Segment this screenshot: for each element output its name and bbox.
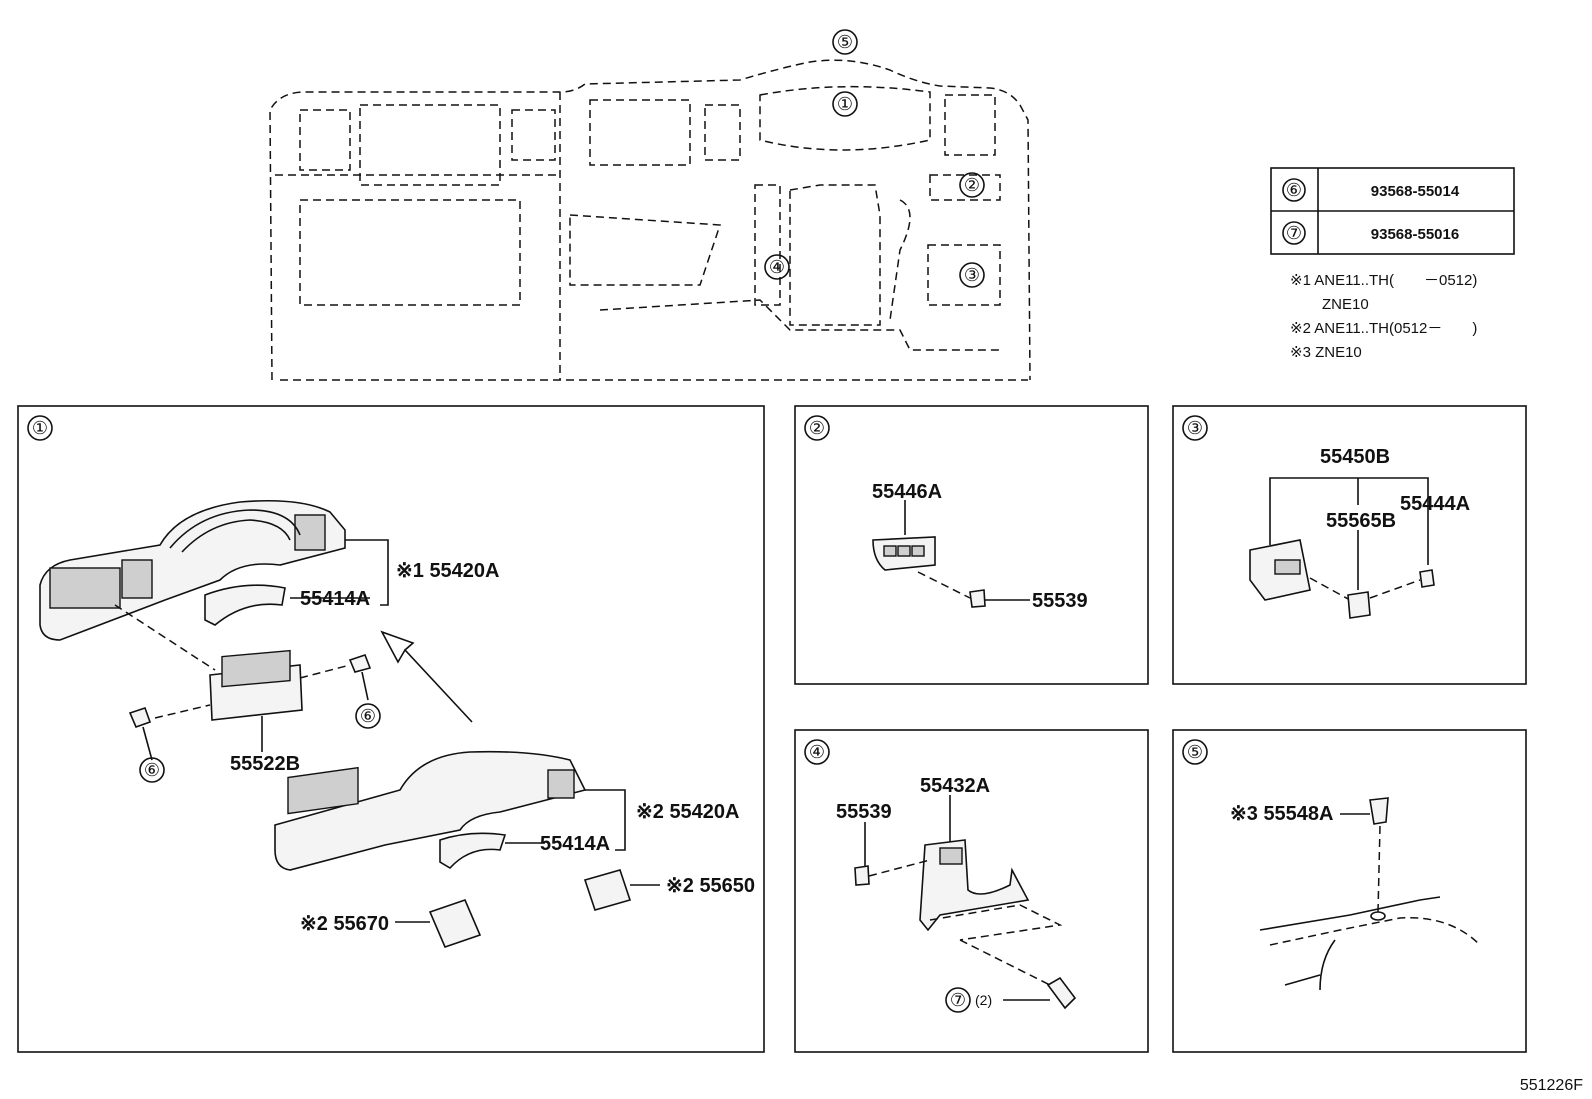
table-ref-6: ⑥ [1286,180,1302,201]
note-1-cont: ZNE10 [1322,296,1369,313]
upper-panel-opening [49,567,121,609]
table-part-93568-55014: 93568-55014 [1371,183,1460,200]
screw-6-left [128,706,152,729]
label-55565B: 55565B [1326,510,1396,532]
panel-4: ④ 55432A 55539 ⑦ (2) [794,729,1149,1053]
lower-panel-opening [287,766,359,815]
meter-hood-upper [204,584,286,626]
applicability-notes: ※1 ANE11..TH( －0512) ZNE10 ※2 ANE11..TH(… [1290,272,1477,361]
label-55446A: 55446A [872,481,942,503]
table-ref-7: ⑦ [1286,223,1302,244]
screw-7 [1046,976,1077,1010]
fastener-table: ⑥ 93568-55014 ⑦ 93568-55016 [1270,167,1515,255]
clip-55539-p4 [854,865,870,886]
switch-slot [883,545,897,557]
part-55565B [1347,591,1371,619]
display-window [221,649,291,688]
lower-finish-panel-55432A [919,839,1030,932]
view-arrow [380,630,473,723]
label-55414A-2: 55414A [540,833,610,855]
table-part-93568-55016: 93568-55016 [1371,226,1459,243]
figure-code: 551226F [1520,1077,1583,1094]
panel-2: ② 55446A 55539 [794,405,1149,685]
label-55420A-1: ※1 55420A [396,560,500,582]
callout-7: ⑦ [950,990,966,1011]
callout-2-overview: ② [964,175,980,196]
panel-2-callout: ② [809,418,825,439]
panel-3-callout: ③ [1187,418,1203,439]
callout-4-overview: ④ [769,257,785,278]
note-2: ※2 ANE11..TH(0512－ ) [1290,320,1477,337]
panel-4-switch-opening [939,847,963,865]
upper-panel-vent-right [294,514,326,551]
qty-2: (2) [975,992,992,1008]
label-55444A: 55444A [1400,493,1470,515]
clip-55539 [969,589,986,608]
cap-55548A [1369,797,1389,825]
label-55539-p4: 55539 [836,801,892,823]
panel-5-callout: ⑤ [1187,742,1203,763]
note-1: ※1 ANE11..TH( －0512) [1290,272,1477,289]
label-55539-p2: 55539 [1032,590,1088,612]
label-55414A-1: 55414A [300,588,370,610]
panel-5: ⑤ ※3 55548A [1172,729,1527,1053]
switch-slot [911,545,925,557]
switch-slot [897,545,911,557]
callout-6-right: ⑥ [360,706,376,727]
label-55450B: 55450B [1320,446,1390,468]
label-55670: ※2 55670 [300,913,389,935]
panel-1-callout: ① [32,418,48,439]
plug-55444A [1419,569,1435,588]
panel-4-callout: ④ [809,742,825,763]
meter-hood-lower [439,832,507,870]
label-55548A: ※3 55548A [1230,803,1334,825]
vent-55650 [583,869,632,911]
label-55522B: 55522B [230,753,300,775]
box-opening [1274,559,1301,575]
panel-1: ① ※1 55420A 55414A 55522B ⑥ ⑥ [17,405,765,1053]
lower-panel-vent [547,769,575,799]
callout-5-overview: ⑤ [837,32,853,53]
vent-55670 [428,899,482,948]
label-55432A: 55432A [920,775,990,797]
label-55650: ※2 55650 [666,875,755,897]
note-3: ※3 ZNE10 [1290,344,1362,361]
screw-6-right [348,653,372,673]
callout-6-left: ⑥ [144,760,160,781]
callout-3-overview: ③ [964,265,980,286]
instrument-cluster-finish-panel-lower [274,750,587,871]
panel-3: ③ 55450B 55565B 55444A [1172,405,1527,685]
dashboard-overview: ⑤ ① ② ③ ④ [269,29,1031,381]
label-55420A-2: ※2 55420A [636,801,740,823]
upper-panel-vent-left [121,559,153,599]
callout-1-overview: ① [837,94,853,115]
